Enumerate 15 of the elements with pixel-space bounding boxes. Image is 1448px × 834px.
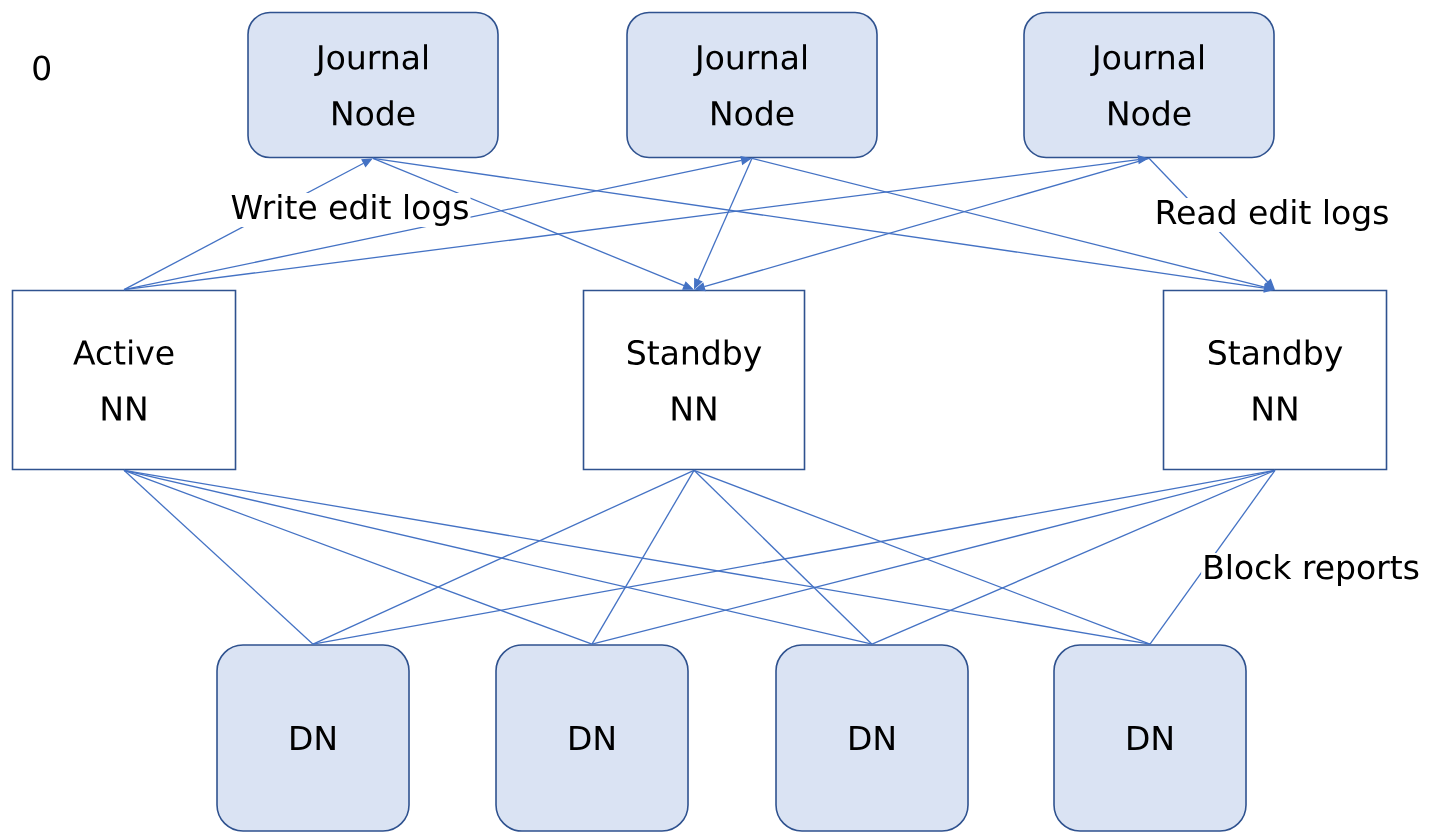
datanode-box: DN [775,644,969,832]
datanode-box: DN [495,644,689,832]
annotation-text: Read edit logs [1153,198,1391,232]
journal-node-box: Journal Node [1023,11,1275,159]
datanode-box: DN [216,644,410,832]
namenode-box: Standby NN [1162,289,1388,471]
namenode-box: Standby NN [582,289,806,471]
journal-node-box: Journal Node [247,11,499,159]
annotation-text: Block reports [1201,553,1421,587]
datanode-box: DN [1053,644,1247,832]
namenode-box: Active NN [11,289,237,471]
text-fragment: 0 [30,54,54,82]
arrow [372,157,694,290]
journal-node-box: Journal Node [626,11,878,159]
annotation-text: Write edit logs [229,193,471,227]
